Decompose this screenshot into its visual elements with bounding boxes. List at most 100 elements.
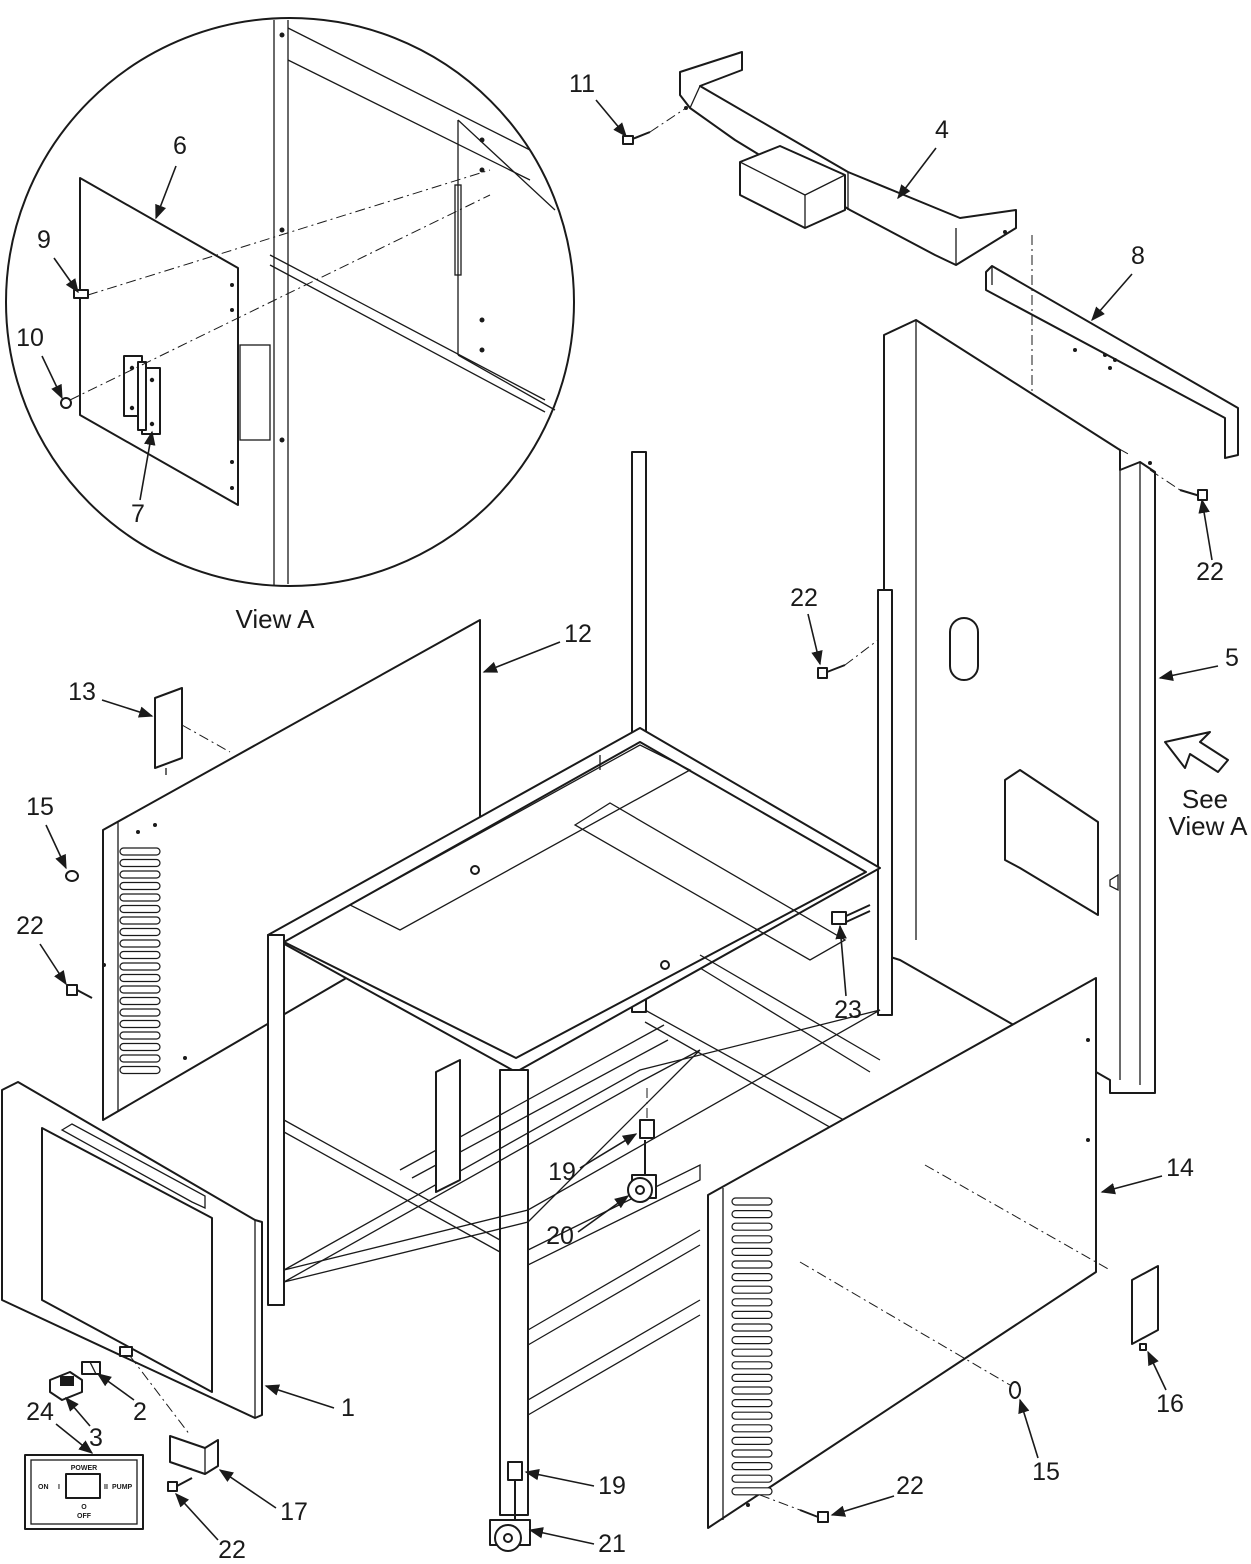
svg-text:21: 21: [598, 1530, 626, 1558]
callout-19-upper: 19: [548, 1133, 638, 1186]
svg-text:19: 19: [548, 1158, 576, 1186]
callout-8: 8: [1091, 242, 1145, 322]
part-1-front-panel: [1, 1081, 263, 1436]
part-16-cover-plate: [1131, 1265, 1159, 1351]
part-17-bracket: [169, 1435, 219, 1475]
louver-slot: [731, 1209, 773, 1219]
louver-slot: [731, 1197, 773, 1206]
callout-17: 17: [218, 1469, 308, 1526]
svg-text:22: 22: [16, 912, 44, 940]
part-24-switch-label: POWER ON I II PUMP O OFF: [24, 1454, 144, 1530]
svg-text:22: 22: [218, 1536, 246, 1564]
louver-slot: [731, 1298, 773, 1307]
callout-13: 13: [68, 678, 154, 718]
callout-2: 2: [96, 1373, 147, 1426]
callout-16: 16: [1147, 1350, 1184, 1418]
louver-slot: [731, 1461, 773, 1471]
louver-slot: [119, 870, 161, 879]
part-14-right-side-panel: [707, 977, 1111, 1529]
svg-text:4: 4: [935, 116, 949, 144]
label-on: ON: [38, 1484, 49, 1491]
part-12-left-side-panel: [102, 619, 481, 1121]
louver-slot: [119, 973, 161, 983]
louver-slot: [731, 1260, 773, 1269]
louver-slot: [731, 1398, 773, 1408]
svg-text:10: 10: [16, 324, 44, 352]
louver-slot: [119, 985, 161, 994]
detail-view-a: [5, 17, 575, 587]
louver-slot: [731, 1247, 773, 1257]
callout-14: 14: [1100, 1154, 1194, 1195]
part-23-bolt: [831, 904, 871, 925]
louver-slot: [731, 1487, 773, 1496]
label-power: POWER: [71, 1465, 97, 1472]
svg-text:6: 6: [173, 132, 187, 160]
part-21-caster-front: [489, 1480, 531, 1552]
louver-slot: [731, 1272, 773, 1282]
cabinet-frame: [267, 451, 893, 1516]
svg-text:9: 9: [37, 226, 51, 254]
svg-text:17: 17: [280, 1498, 308, 1526]
callout-24: 24: [26, 1398, 94, 1454]
callout-1: 1: [264, 1384, 355, 1422]
louver-slot: [119, 1042, 161, 1052]
svg-text:12: 12: [564, 620, 592, 648]
svg-text:1: 1: [341, 1394, 355, 1422]
svg-text:22: 22: [790, 584, 818, 612]
callout-10: 10: [16, 324, 63, 400]
part-20-caster-rear: [627, 1140, 657, 1203]
part-19-caster-socket-lower: [507, 1461, 523, 1481]
callout-3: 3: [65, 1396, 103, 1452]
svg-text:14: 14: [1166, 1154, 1194, 1182]
svg-text:19: 19: [598, 1472, 626, 1500]
louver-slot: [731, 1411, 773, 1420]
label-off: OFF: [77, 1513, 92, 1520]
louver-slot: [731, 1424, 773, 1433]
callout-21: 21: [528, 1527, 626, 1558]
part-2-switch-boot: [81, 1361, 101, 1375]
louver-slot: [119, 893, 161, 902]
callout-4: 4: [897, 116, 949, 200]
part-13-cover-plate: [154, 687, 231, 775]
louver-slot: [731, 1474, 773, 1483]
callout-22-left: 22: [16, 912, 67, 986]
callout-22-center: 22: [790, 584, 823, 666]
louver-slot: [731, 1335, 773, 1345]
callout-22-bottom-right: 22: [830, 1472, 924, 1517]
louver-slot: [731, 1373, 773, 1383]
label-ii: II: [104, 1484, 108, 1491]
louver-slot: [119, 916, 161, 925]
callout-23: 23: [834, 924, 862, 1024]
label-i: I: [58, 1484, 60, 1491]
louver-slot: [119, 962, 161, 971]
callout-12: 12: [482, 620, 592, 673]
part-15-washer-left: [65, 870, 79, 882]
label-pump: PUMP: [112, 1484, 133, 1491]
louver-slot: [731, 1222, 773, 1231]
louver-slot: [119, 904, 161, 914]
part-22-screw-bottom-left: [167, 1477, 193, 1492]
louver-slot: [119, 996, 161, 1006]
louver-slot: [119, 1054, 161, 1063]
see-note-line-2: View A: [1168, 811, 1248, 841]
part-19-caster-socket-upper: [639, 1088, 655, 1139]
louver-slot: [119, 881, 161, 891]
louver-slot: [731, 1310, 773, 1320]
louver-slot: [731, 1449, 773, 1458]
part-4-top-bracket: [679, 51, 1017, 266]
louver-slot: [731, 1386, 773, 1395]
callout-7: 7: [131, 430, 156, 528]
svg-text:2: 2: [133, 1398, 147, 1426]
svg-text:22: 22: [896, 1472, 924, 1500]
svg-text:15: 15: [1032, 1458, 1060, 1486]
callout-22-bottom-left: 22: [175, 1492, 246, 1564]
louver-slot: [731, 1285, 773, 1294]
louver-slot: [119, 939, 161, 948]
part-15-washer-right: [1009, 1381, 1021, 1399]
label-o: O: [81, 1504, 87, 1511]
callout-22-top-right: 22: [1196, 498, 1224, 586]
callout-20: 20: [546, 1195, 630, 1250]
callout-15-left: 15: [26, 793, 67, 870]
part-22-screw-top-right: [1149, 469, 1208, 501]
see-view-a-arrow-icon: [1164, 731, 1229, 773]
